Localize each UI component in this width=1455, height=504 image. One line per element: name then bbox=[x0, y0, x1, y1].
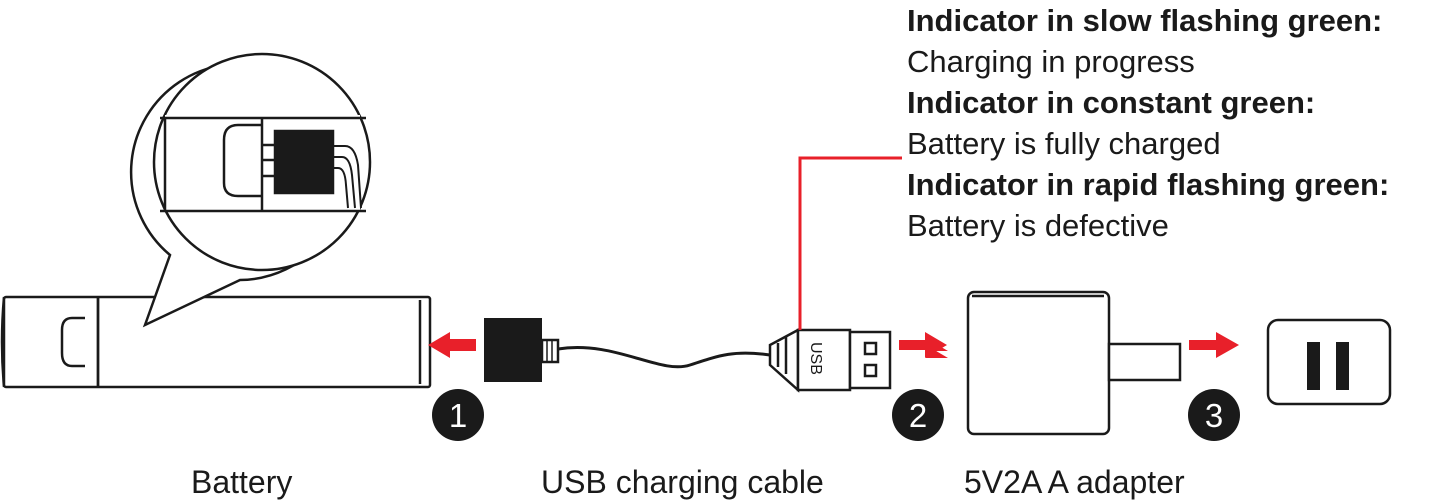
arrow-to-battery bbox=[428, 332, 476, 358]
usb-a-plug: USB bbox=[768, 327, 892, 393]
legend-desc-constant: Battery is fully charged bbox=[907, 126, 1221, 161]
step-badge-2: 2 bbox=[892, 389, 944, 441]
step-number-3: 3 bbox=[1205, 397, 1223, 434]
cable-wire bbox=[557, 346, 771, 369]
legend-desc-rapid: Battery is defective bbox=[907, 208, 1169, 243]
usb-text: USB bbox=[807, 342, 824, 375]
legend-title-rapid: Indicator in rapid flashing green: bbox=[907, 167, 1390, 202]
zoom-callout bbox=[129, 52, 372, 328]
legend-title-constant: Indicator in constant green: bbox=[907, 85, 1316, 120]
arrow-to-outlet bbox=[1189, 332, 1239, 358]
step-number-1: 1 bbox=[449, 397, 467, 434]
step-number-2: 2 bbox=[909, 397, 927, 434]
adapter-illustration bbox=[966, 290, 1182, 436]
step-badge-3: 3 bbox=[1188, 389, 1240, 441]
legend-desc-slow: Charging in progress bbox=[907, 44, 1195, 79]
caption-adapter: 5V2A A adapter bbox=[964, 464, 1185, 500]
battery-illustration bbox=[0, 295, 432, 389]
indicator-legend: Indicator in slow flashing green: Chargi… bbox=[907, 0, 1452, 246]
micro-usb-plug bbox=[484, 318, 560, 382]
arrow-to-adapter bbox=[899, 332, 948, 358]
wall-outlet bbox=[1266, 318, 1392, 406]
caption-battery: Battery bbox=[191, 464, 293, 500]
step-badge-1: 1 bbox=[432, 389, 484, 441]
legend-title-slow: Indicator in slow flashing green: bbox=[907, 3, 1383, 38]
caption-cable: USB charging cable bbox=[541, 464, 824, 500]
callout-line bbox=[798, 156, 902, 330]
